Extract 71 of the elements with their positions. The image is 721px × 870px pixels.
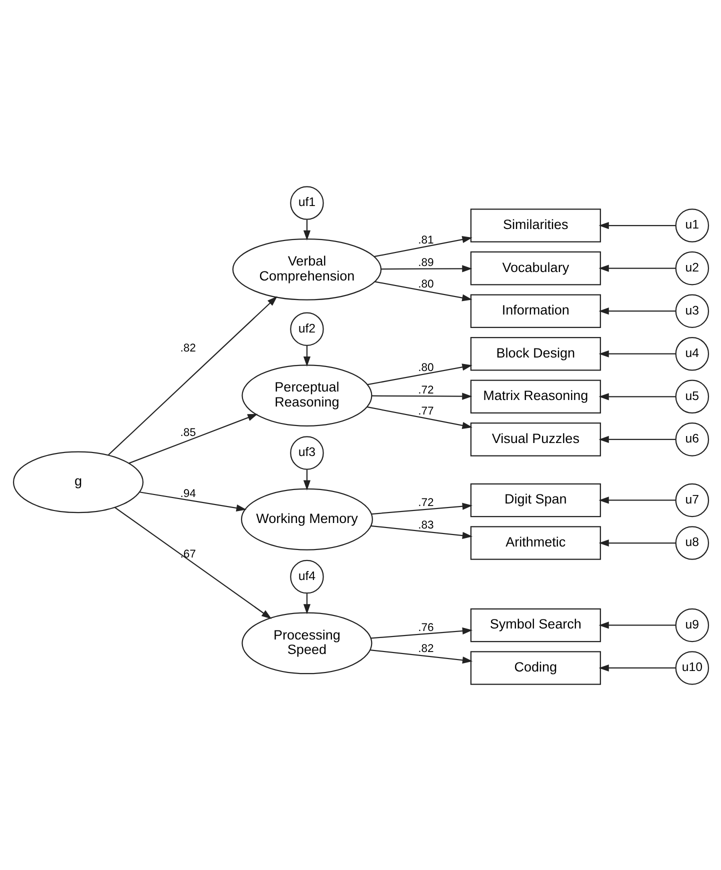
arrow (598, 350, 676, 357)
arrow (366, 406, 472, 428)
arrow (366, 363, 472, 385)
arrow (598, 664, 676, 672)
arrow (370, 524, 472, 539)
node-circle: uf1 (290, 186, 324, 220)
edge-label: .80 (418, 361, 434, 374)
arrow (302, 593, 310, 614)
arrow (380, 264, 472, 272)
node-ellipse: Verbal Comprehension (232, 238, 382, 300)
node-box: Information (470, 294, 600, 328)
node-box: Vocabulary (470, 250, 600, 285)
node-box: Arithmetic (470, 526, 600, 560)
edge-label: .72 (418, 384, 434, 396)
arrow (370, 502, 472, 514)
node-box: Digit Span (470, 482, 600, 517)
node-box: Coding (470, 650, 600, 684)
arrow (598, 496, 676, 504)
edge-label: .76 (418, 621, 434, 634)
arrow (370, 648, 472, 664)
arrow (374, 236, 472, 257)
edge-label: .82 (418, 642, 434, 655)
edge-label: .81 (418, 234, 434, 246)
edge-label: .89 (418, 256, 434, 269)
node-ellipse: g (12, 450, 144, 513)
edge-label: .94 (180, 487, 196, 500)
node-circle: u10 (674, 650, 709, 684)
edge-label: .82 (180, 342, 196, 354)
arrow (302, 219, 310, 240)
arrow (598, 621, 676, 628)
node-ellipse: Working Memory (240, 488, 372, 550)
edge-label: .67 (180, 548, 196, 560)
arrow (374, 280, 472, 301)
node-box: Matrix Reasoning (470, 379, 600, 414)
node-circle: uf4 (290, 559, 324, 594)
arrow (114, 506, 272, 618)
node-box: Symbol Search (470, 608, 600, 642)
node-circle: u1 (674, 208, 709, 242)
arrow (302, 345, 310, 366)
node-box: Similarities (470, 208, 600, 242)
arrow (128, 413, 258, 464)
node-circle: u2 (674, 250, 709, 285)
node-circle: u8 (674, 526, 709, 560)
edge-label: .80 (418, 278, 434, 290)
node-circle: uf3 (290, 436, 324, 470)
arrow (598, 435, 676, 442)
node-circle: uf2 (290, 312, 324, 346)
edge-label: .77 (418, 405, 434, 418)
arrow (302, 469, 310, 490)
arrow (598, 392, 676, 400)
node-ellipse: Processing Speed (241, 612, 372, 674)
node-box: Visual Puzzles (470, 422, 600, 456)
arrow (598, 538, 676, 546)
edge-label: .72 (418, 496, 434, 508)
arrow (108, 296, 277, 455)
node-circle: u9 (674, 608, 709, 642)
arrow (598, 264, 676, 272)
node-box: Block Design (470, 336, 600, 370)
node-circle: u7 (674, 482, 709, 517)
arrow (139, 491, 246, 511)
arrow (598, 221, 676, 229)
edge-label: .85 (180, 426, 196, 439)
node-circle: u6 (674, 422, 709, 456)
edge-label: .83 (418, 518, 434, 531)
node-ellipse: Perceptual Reasoning (241, 364, 372, 426)
node-circle: u4 (674, 336, 709, 370)
arrow (370, 626, 472, 638)
arrow (598, 307, 676, 314)
node-circle: u5 (674, 379, 709, 414)
arrow (371, 392, 472, 400)
node-circle: u3 (674, 294, 709, 328)
